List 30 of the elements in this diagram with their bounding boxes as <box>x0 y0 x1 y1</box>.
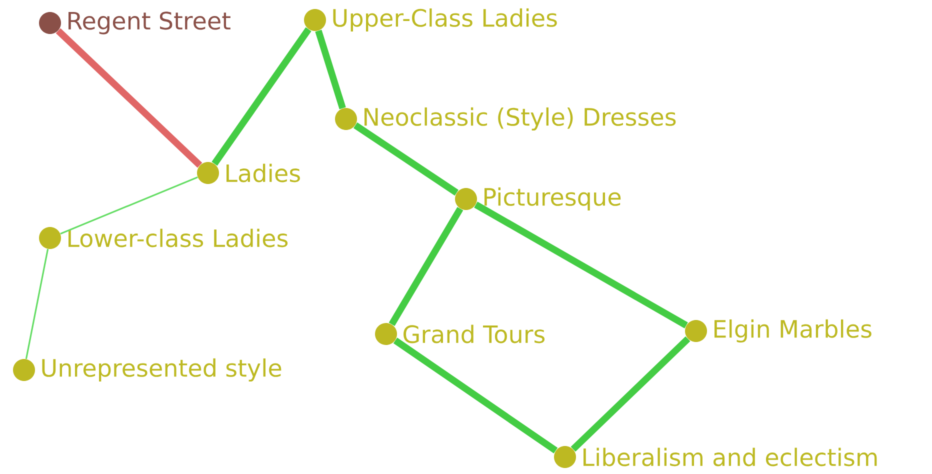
dot <box>197 162 219 184</box>
node-label: Grand Tours <box>404 324 545 344</box>
connector-line <box>60 176 198 234</box>
connector-line <box>570 336 690 452</box>
connector-line <box>212 27 312 166</box>
connector-line <box>25 248 49 360</box>
dot <box>39 227 61 249</box>
node-label: Elgin Marbles <box>714 319 872 343</box>
connector-line <box>354 122 458 196</box>
connector-line <box>388 206 464 326</box>
dot <box>335 108 357 130</box>
node-label: Liberalism and eclectism <box>584 448 877 466</box>
dot <box>685 320 707 342</box>
dot <box>375 323 397 345</box>
dot <box>39 12 61 34</box>
node-label: Upper-Class Ladies <box>333 8 557 32</box>
connector-line <box>393 338 558 454</box>
connector-line <box>474 202 688 328</box>
node-label: Neoclassic (Style) Dresses <box>364 107 676 131</box>
dot <box>304 9 326 31</box>
node-label: Picturesque <box>484 187 621 211</box>
dot <box>554 446 576 468</box>
dot <box>13 359 35 381</box>
node-label: Regent Street <box>68 12 230 34</box>
node-label: Lower-class Ladies <box>68 228 288 248</box>
connector-line <box>315 30 346 110</box>
node-label: Unrepresented style <box>42 358 282 382</box>
node-label: Ladies <box>226 164 300 182</box>
connector-line <box>56 28 202 168</box>
dot <box>455 188 477 210</box>
